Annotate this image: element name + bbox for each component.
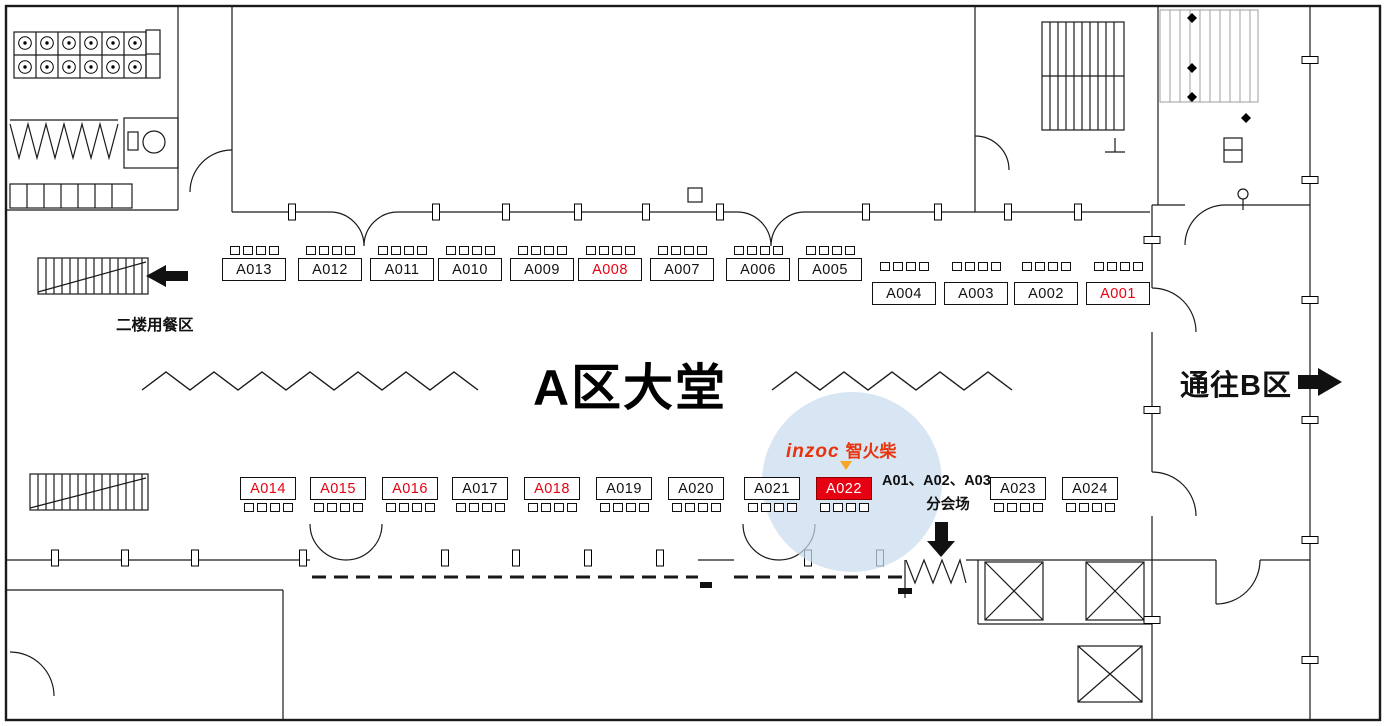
booth-label: A003	[944, 282, 1008, 305]
subvenue-arrow-icon	[935, 522, 948, 541]
booth-tables-icon	[370, 246, 434, 255]
booth-a012: A012	[298, 246, 362, 281]
booth-a024: A024	[1062, 477, 1118, 512]
booth-label: A006	[726, 258, 790, 281]
booth-label: A008	[578, 258, 642, 281]
booth-a011: A011	[370, 246, 434, 281]
to-zone-b-arrow-icon	[1318, 368, 1342, 396]
booth-label: A005	[798, 258, 862, 281]
booth-tables-icon	[1062, 503, 1118, 512]
booth-a004: A004	[872, 262, 936, 305]
booth-tables-icon	[816, 503, 872, 512]
logo-pointer-icon	[840, 461, 852, 470]
booth-a020: A020	[668, 477, 724, 512]
elevator-shafts-icon	[977, 560, 1152, 703]
booth-tables-icon	[872, 262, 936, 271]
booth-a023: A023	[990, 477, 1046, 512]
booth-a018: A018	[524, 477, 580, 512]
booth-tables-icon	[1086, 262, 1150, 271]
booth-a019: A019	[596, 477, 652, 512]
booth-label: A023	[990, 477, 1046, 500]
booth-label: A001	[1086, 282, 1150, 305]
subvenue-annotation: A01、A02、A03 分会场	[882, 469, 1014, 514]
booth-tables-icon	[1014, 262, 1078, 271]
booth-a016: A016	[382, 477, 438, 512]
booth-tables-icon	[744, 503, 800, 512]
booth-label: A004	[872, 282, 936, 305]
booth-label: A019	[596, 477, 652, 500]
booth-tables-icon	[298, 246, 362, 255]
booth-label: A014	[240, 477, 296, 500]
subvenue-line2: 分会场	[926, 497, 970, 513]
booth-tables-icon	[990, 503, 1046, 512]
dining-area-label: 二楼用餐区	[116, 317, 194, 334]
booth-tables-icon	[798, 246, 862, 255]
sponsor-logo: inzoc 智火柴	[786, 437, 897, 463]
stairs-lower-left-icon	[29, 473, 149, 511]
booth-a006: A006	[726, 246, 790, 281]
booth-label: A012	[298, 258, 362, 281]
subvenue-line1: A01、A02、A03	[882, 473, 991, 489]
booth-a014: A014	[240, 477, 296, 512]
booth-tables-icon	[382, 503, 438, 512]
booth-tables-icon	[578, 246, 642, 255]
booth-label: A016	[382, 477, 438, 500]
booth-a008: A008	[578, 246, 642, 281]
hall-title: A区大堂	[532, 360, 728, 416]
booth-label: A015	[310, 477, 366, 500]
zigzag-left	[141, 371, 479, 391]
booth-label: A007	[650, 258, 714, 281]
booth-a010: A010	[438, 246, 502, 281]
booth-label: A017	[452, 477, 508, 500]
booth-label: A020	[668, 477, 724, 500]
booth-label: A011	[370, 258, 434, 281]
booth-tables-icon	[510, 246, 574, 255]
booth-tables-icon	[650, 246, 714, 255]
booth-tables-icon	[596, 503, 652, 512]
zigzag-right	[771, 371, 1013, 391]
booth-label: A002	[1014, 282, 1078, 305]
booth-label: A021	[744, 477, 800, 500]
booth-label: A009	[510, 258, 574, 281]
booth-a003: A003	[944, 262, 1008, 305]
booth-a001: A001	[1086, 262, 1150, 305]
booth-tables-icon	[240, 503, 296, 512]
subvenue-arrow-icon	[927, 541, 955, 557]
to-zone-b-label: 通往B区	[1180, 370, 1292, 402]
booth-a022: A022	[816, 477, 872, 512]
booth-tables-icon	[310, 503, 366, 512]
booth-tables-icon	[222, 246, 286, 255]
booth-a007: A007	[650, 246, 714, 281]
sponsor-logo-cn: 智火柴	[845, 442, 897, 461]
booth-label: A013	[222, 258, 286, 281]
booth-tables-icon	[944, 262, 1008, 271]
booth-label: A022	[816, 477, 872, 500]
diamond-markers-icon	[1187, 13, 1251, 123]
booth-a002: A002	[1014, 262, 1078, 305]
booth-tables-icon	[452, 503, 508, 512]
booth-tables-icon	[438, 246, 502, 255]
booth-a013: A013	[222, 246, 286, 281]
booth-label: A018	[524, 477, 580, 500]
sponsor-logo-latin: inzoc	[786, 441, 840, 462]
booth-label: A010	[438, 258, 502, 281]
booth-a005: A005	[798, 246, 862, 281]
booth-tables-icon	[726, 246, 790, 255]
booth-tables-icon	[524, 503, 580, 512]
booth-a009: A009	[510, 246, 574, 281]
dining-arrow-icon	[146, 265, 166, 287]
booth-a021: A021	[744, 477, 800, 512]
booth-a017: A017	[452, 477, 508, 512]
booth-a015: A015	[310, 477, 366, 512]
dining-arrow-icon	[166, 271, 188, 281]
booth-tables-icon	[668, 503, 724, 512]
booth-label: A024	[1062, 477, 1118, 500]
stairs-upper-left-icon	[37, 257, 149, 295]
to-zone-b-arrow-icon	[1298, 375, 1318, 389]
